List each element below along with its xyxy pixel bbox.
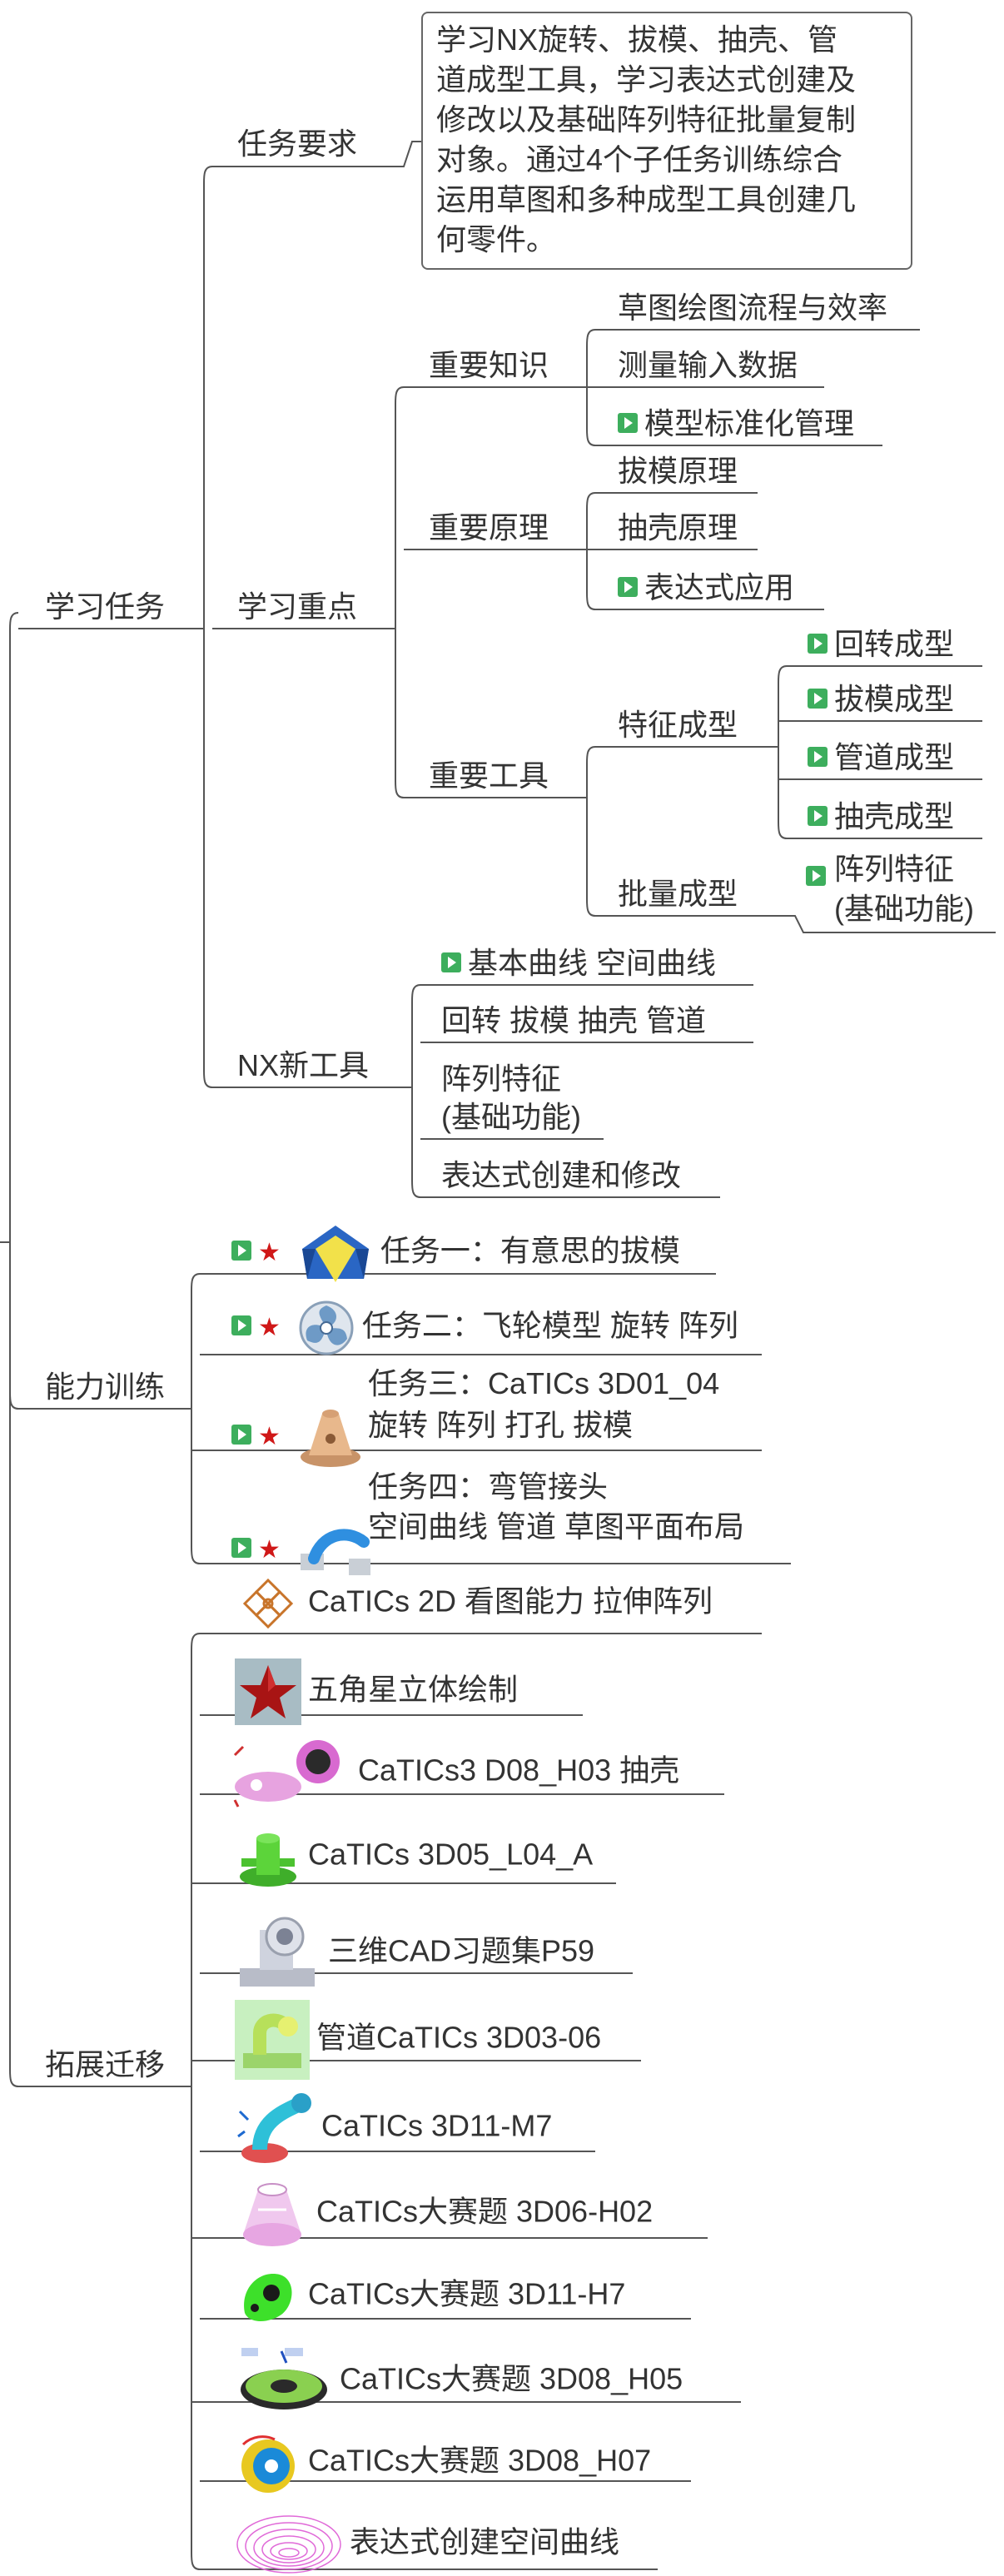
feature-item[interactable]: 拔模成型: [808, 681, 954, 718]
task-flag-icon: [808, 689, 828, 709]
branch-learning-task[interactable]: 学习任务: [45, 589, 166, 624]
extension-item[interactable]: CaTICs 3D11-M7: [235, 2086, 552, 2170]
priority-star-icon: ★: [258, 1423, 281, 1450]
task-flag-icon: [618, 577, 638, 598]
task-flag-icon: [808, 806, 828, 827]
node-task-requirement[interactable]: 任务要求: [237, 127, 358, 161]
green-part-thumbnail-icon: [240, 1833, 296, 1887]
principle-item[interactable]: 拔模原理: [618, 454, 738, 488]
feature-item[interactable]: 抽壳成型: [808, 798, 954, 835]
training-task-3-icons: ★: [231, 1405, 370, 1469]
shell-part-thumbnail-icon: [233, 1740, 340, 1808]
training-task-2[interactable]: ★ 任务二：飞轮模型 旋转 阵列: [231, 1299, 738, 1357]
knowledge-item[interactable]: 草图绘图流程与效率: [618, 291, 888, 325]
nx-tool-item[interactable]: 基本曲线 空间曲线: [441, 945, 716, 982]
task-flag-icon: [618, 413, 638, 434]
training-task-1[interactable]: ★ 任务一：有意思的拔模: [231, 1221, 680, 1286]
task-flag-icon: [441, 952, 461, 973]
branch-extension[interactable]: 拓展迁移: [45, 2047, 166, 2081]
extension-item[interactable]: 管道CaTICs 3D03-06: [235, 2000, 601, 2080]
node-batch-forming[interactable]: 批量成型: [618, 877, 738, 911]
node-feature-forming[interactable]: 特征成型: [618, 708, 738, 742]
node-nx-new-tools[interactable]: NX新工具: [237, 1048, 370, 1082]
feature-item[interactable]: 回转成型: [808, 626, 954, 663]
revolve-part-thumbnail-icon: [300, 1410, 360, 1467]
branch-ability-training[interactable]: 能力训练: [45, 1370, 166, 1404]
extension-item[interactable]: 表达式创建空间曲线: [235, 2513, 619, 2576]
node-important-knowledge[interactable]: 重要知识: [429, 348, 549, 382]
training-task-4-icons: ★: [231, 1517, 380, 1584]
principle-item[interactable]: 表达式应用: [618, 569, 794, 606]
node-important-tools[interactable]: 重要工具: [429, 758, 549, 793]
task-flag-icon: [808, 747, 828, 768]
extension-item[interactable]: CaTICs3 D08_H03 抽壳: [226, 1737, 679, 1808]
batch-item-line2: (基础功能): [834, 892, 974, 926]
extension-item[interactable]: CaTICs 2D 看图能力 拉伸阵列: [235, 1577, 713, 1630]
h7-part-thumbnail-icon: [244, 2274, 292, 2321]
task-flag-icon: [231, 1538, 251, 1558]
nx-tool-item[interactable]: 阵列特征: [441, 1062, 562, 1096]
priority-star-icon: ★: [258, 1239, 281, 1266]
task-flag-icon: [806, 866, 826, 886]
extension-item[interactable]: CaTICs大赛题 3D08_H07: [235, 2428, 651, 2498]
nx-tool-item[interactable]: 表达式创建和修改: [441, 1158, 682, 1192]
pink-shell-thumbnail-icon: [243, 2183, 301, 2246]
principle-item[interactable]: 抽壳原理: [618, 510, 738, 545]
training-task-3[interactable]: 任务三：CaTICs 3D01_04: [368, 1366, 720, 1400]
node-important-principle[interactable]: 重要原理: [429, 510, 549, 545]
extension-item[interactable]: CaTICs大赛题 3D11-H7: [235, 2263, 625, 2330]
flywheel-thumbnail-icon: [299, 1300, 354, 1355]
training-task-4[interactable]: 任务四：弯管接头: [368, 1470, 609, 1504]
spiral-curve-thumbnail-icon: [236, 2515, 341, 2574]
node-learning-focus[interactable]: 学习重点: [237, 589, 358, 624]
task-flag-icon: [231, 1315, 251, 1335]
knowledge-item[interactable]: 模型标准化管理: [618, 405, 854, 442]
cad-exercise-thumbnail-icon: [240, 1917, 315, 1987]
extension-item[interactable]: CaTICs大赛题 3D08_H05: [235, 2346, 683, 2416]
task-flag-icon: [808, 634, 828, 654]
task-requirement-text: 学习NX旋转、拔模、抽壳、管 道成型工具，学习表达式创建及 修改以及基础阵列特征…: [421, 12, 912, 270]
nx-tool-item-sub: (基础功能): [441, 1100, 581, 1134]
training-task-3-sub: 旋转 阵列 打孔 拔模: [368, 1408, 634, 1442]
extension-item[interactable]: CaTICs 3D05_L04_A: [235, 1823, 593, 1890]
m7-part-thumbnail-icon: [237, 2093, 311, 2163]
extension-item[interactable]: 五角星立体绘制: [235, 1658, 518, 1725]
priority-star-icon: ★: [258, 1314, 281, 1341]
knowledge-item[interactable]: 测量输入数据: [618, 348, 798, 382]
h05-part-thumbnail-icon: [241, 2348, 327, 2409]
feature-item[interactable]: 管道成型: [808, 739, 954, 776]
priority-star-icon: ★: [258, 1536, 281, 1564]
h07-part-thumbnail-icon: [241, 2435, 295, 2493]
pipe-part-thumbnail-icon: [235, 2000, 310, 2080]
five-point-star-thumbnail-icon: [235, 1658, 301, 1725]
extension-item[interactable]: 三维CAD习题集P59: [235, 1913, 594, 1993]
elbow-pipe-thumbnail-icon: [300, 1529, 370, 1575]
batch-item-line1[interactable]: 阵列特征: [834, 852, 955, 886]
training-task-4-sub: 空间曲线 管道 草图平面布局: [368, 1509, 745, 1544]
extension-item[interactable]: CaTICs大赛题 3D06-H02: [235, 2176, 653, 2251]
pattern-2d-thumbnail-icon: [242, 1578, 294, 1629]
task-flag-icon: [231, 1425, 251, 1445]
draft-model-thumbnail-icon: [301, 1226, 369, 1282]
task-flag-icon: [231, 1241, 251, 1261]
nx-tool-item[interactable]: 回转 拔模 抽壳 管道: [441, 1003, 707, 1037]
